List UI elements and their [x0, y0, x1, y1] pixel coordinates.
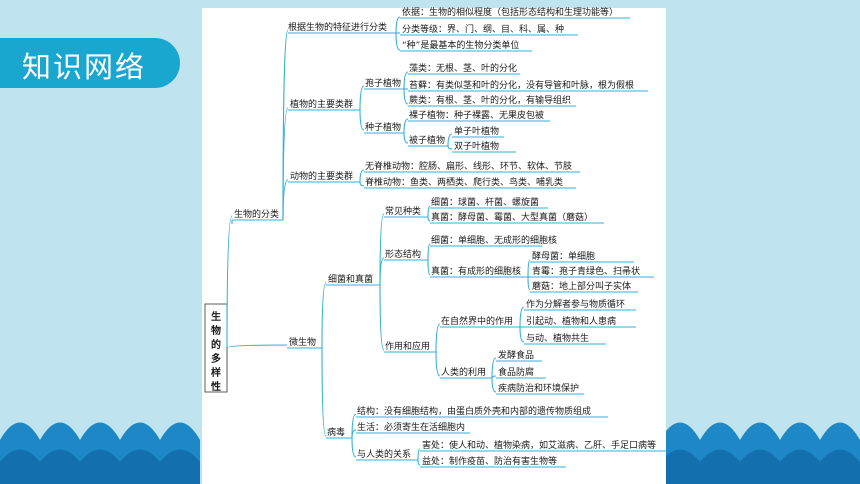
node-basis: 根据生物的特征进行分类	[288, 21, 387, 33]
node-animals: 动物的主要类群	[290, 170, 353, 182]
node-classification: 生物的分类	[234, 208, 279, 220]
node-nature-item-3: 与动、植物共生	[526, 332, 589, 344]
node-dicot: 双子叶植物	[454, 140, 499, 152]
node-use: 作用和应用	[385, 340, 430, 352]
root-char-5: 样	[211, 366, 221, 379]
node-basis-item-1: 依据：生物的相似程度（包括形态结构和生理功能等）	[402, 6, 618, 18]
node-spore-item-3: 蕨类：有根、茎、叶的分化，有输导组织	[409, 94, 571, 106]
node-human-item-1: 发酵食品	[498, 349, 534, 361]
node-virus-harm: 害处：使人和动、植物染病，如艾滋病、乙肝、手足口病等	[422, 439, 656, 451]
node-common-item-1: 细菌：球菌、杆菌、螺旋菌	[431, 196, 539, 208]
node-invertebrates: 无脊椎动物：腔肠、扁形、线形、环节、软体、节肢	[365, 160, 572, 172]
node-human-use: 人类的利用	[441, 366, 486, 378]
node-common-item-2: 真菌：酵母菌、霉菌、大型真菌（蘑菇）	[431, 211, 593, 223]
node-plants: 植物的主要类群	[290, 98, 353, 110]
wave-decoration	[0, 422, 860, 484]
node-form-fungi: 真菌：有成形的细胞核	[431, 265, 521, 277]
node-fungi-item-3: 蘑菇：地上部分叫子实体	[532, 280, 631, 292]
node-virus-benefit: 益处：制作疫苗、防治有害生物等	[422, 455, 557, 467]
node-nature-item-2: 引起动、植物和人患病	[526, 315, 616, 327]
node-monocot: 单子叶植物	[454, 125, 499, 137]
node-spore-item-1: 藻类：无根、茎、叶的分化	[409, 62, 517, 74]
node-microbes: 微生物	[289, 336, 316, 348]
root-char-4: 多	[211, 352, 221, 365]
mind-map-connectors	[204, 16, 666, 468]
page-title: 知识网络	[22, 50, 147, 84]
root-char-3: 的	[211, 338, 221, 351]
node-virus-life: 生活：必须寄生在活细胞内	[357, 421, 465, 433]
node-fungi-item-1: 酵母菌：单细胞	[532, 250, 595, 262]
node-virus-structure: 结构：没有细胞结构，由蛋白质外壳和内部的遗传物质组成	[357, 405, 591, 417]
node-common-types: 常见种类	[385, 205, 421, 217]
node-human-item-3: 疾病防治和环境保护	[498, 382, 579, 394]
node-basis-item-2: 分类等级：界、门、纲、目、科、属、种	[402, 23, 564, 35]
node-form: 形态结构	[385, 248, 421, 260]
root-char-2: 物	[211, 324, 221, 337]
node-basis-item-3: “种”是最基本的生物分类单位	[402, 39, 519, 51]
node-form-bacteria: 细菌：单细胞、无成形的细胞核	[431, 234, 557, 246]
node-fungi-item-2: 青霉：孢子青绿色、扫帚状	[532, 265, 640, 277]
node-virus-relation: 与人类的关系	[357, 448, 411, 460]
node-angiosperm: 被子植物	[409, 134, 445, 146]
root-char-1: 生	[211, 310, 221, 323]
node-spore-plants: 孢子植物	[365, 77, 401, 89]
node-gymnosperm: 裸子植物：种子裸露、无果皮包被	[409, 109, 544, 121]
node-virus: 病毒	[327, 426, 345, 438]
root-node: 生 物 的 多 样 性	[210, 310, 221, 393]
root-char-6: 性	[210, 380, 221, 393]
node-vertebrates: 脊椎动物：鱼类、两栖类、爬行类、鸟类、哺乳类	[365, 176, 563, 188]
node-spore-item-2: 苔藓：有类似茎和叶的分化，没有导管和叶脉，根为假根	[409, 79, 634, 91]
node-human-item-2: 食品防腐	[498, 366, 534, 378]
node-nature-role: 在自然界中的作用	[441, 315, 513, 327]
title-badge: 知识网络	[0, 38, 180, 88]
node-seed-plants: 种子植物	[365, 121, 401, 133]
node-bacteria-fungi: 细菌和真菌	[328, 273, 373, 285]
node-nature-item-1: 作为分解者参与物质循环	[526, 298, 625, 310]
